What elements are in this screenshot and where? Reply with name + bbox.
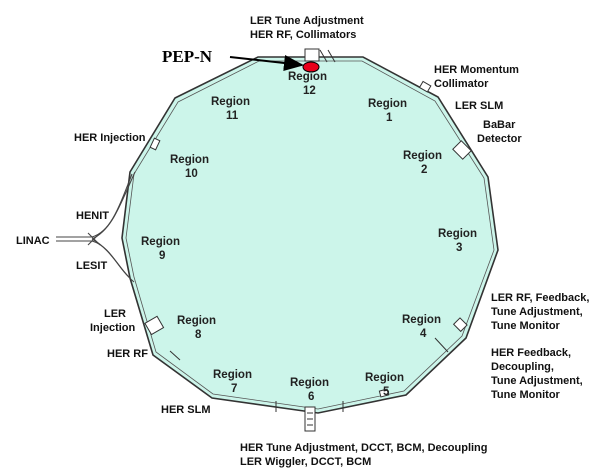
region-3-name: Region xyxy=(438,228,477,240)
region-9-num: 9 xyxy=(159,250,165,262)
region-12-num: 12 xyxy=(303,85,316,97)
region-1-name: Region xyxy=(368,98,407,110)
bottom-label-line-2: LER Wiggler, DCCT, BCM xyxy=(240,456,371,468)
pep-n-label: PEP-N xyxy=(162,47,213,66)
ler-rf-line-2: Tune Adjustment, xyxy=(491,306,583,318)
top-label-line-1: LER Tune Adjustment xyxy=(250,15,364,27)
top-label-line-2: HER RF, Collimators xyxy=(250,29,356,41)
bottom-label-line-1: HER Tune Adjustment, DCCT, BCM, Decoupli… xyxy=(240,442,488,454)
region-2-num: 2 xyxy=(421,164,427,176)
region-7-name: Region xyxy=(213,369,252,381)
pep-n-arrow xyxy=(229,55,304,71)
region-5-num: 5 xyxy=(383,386,390,398)
lesit-label: LESIT xyxy=(76,260,107,272)
her-rf-label: HER RF xyxy=(107,348,148,360)
babar-line-2: Detector xyxy=(477,133,522,145)
linac-label: LINAC xyxy=(16,235,50,247)
annotations: LER Tune Adjustment HER RF, Collimators … xyxy=(16,15,589,468)
injection-lines xyxy=(56,171,136,283)
region-5-name: Region xyxy=(365,372,404,384)
region-1-num: 1 xyxy=(386,112,393,124)
ring-interior xyxy=(122,57,498,413)
region-11-num: 11 xyxy=(226,110,239,122)
her-momentum-line-1: HER Momentum xyxy=(434,64,519,76)
region-labels: Region 1 Region 2 Region 3 Region 4 Regi… xyxy=(141,71,477,403)
ring-inner-line xyxy=(125,60,495,410)
region-6-name: Region xyxy=(290,377,329,389)
region-10-name: Region xyxy=(170,154,209,166)
region-3-num: 3 xyxy=(456,242,462,254)
her-feedback-line-1: HER Feedback, xyxy=(491,347,571,359)
region-7-num: 7 xyxy=(231,383,237,395)
region-4-name: Region xyxy=(402,314,441,326)
region-9-name: Region xyxy=(141,236,180,248)
her-momentum-line-2: Collimator xyxy=(434,78,489,90)
her-injection-label: HER Injection xyxy=(74,132,146,144)
babar-line-1: BaBar xyxy=(483,119,516,131)
her-feedback-line-2: Decoupling, xyxy=(491,361,554,373)
region-8-num: 8 xyxy=(195,329,202,341)
ler-rf-line-1: LER RF, Feedback, xyxy=(491,292,589,304)
her-slm-label: HER SLM xyxy=(161,404,211,416)
region-11-name: Region xyxy=(211,96,250,108)
her-feedback-line-3: Tune Adjustment, xyxy=(491,375,583,387)
region-8-name: Region xyxy=(177,315,216,327)
henit-label: HENIT xyxy=(76,210,109,222)
region-10-num: 10 xyxy=(185,168,198,180)
ler-injection-line-2: Injection xyxy=(90,322,136,334)
her-feedback-line-4: Tune Monitor xyxy=(491,389,561,401)
region-2-name: Region xyxy=(403,150,442,162)
ler-injection-line-1: LER xyxy=(104,308,126,320)
region-12-name: Region xyxy=(288,71,327,83)
region-6-num: 6 xyxy=(308,391,314,403)
ring-devices xyxy=(144,48,472,432)
ler-rf-line-3: Tune Monitor xyxy=(491,320,561,332)
region-4-num: 4 xyxy=(420,328,427,340)
ler-slm-label: LER SLM xyxy=(455,100,503,112)
ring-outer-line xyxy=(121,56,499,414)
